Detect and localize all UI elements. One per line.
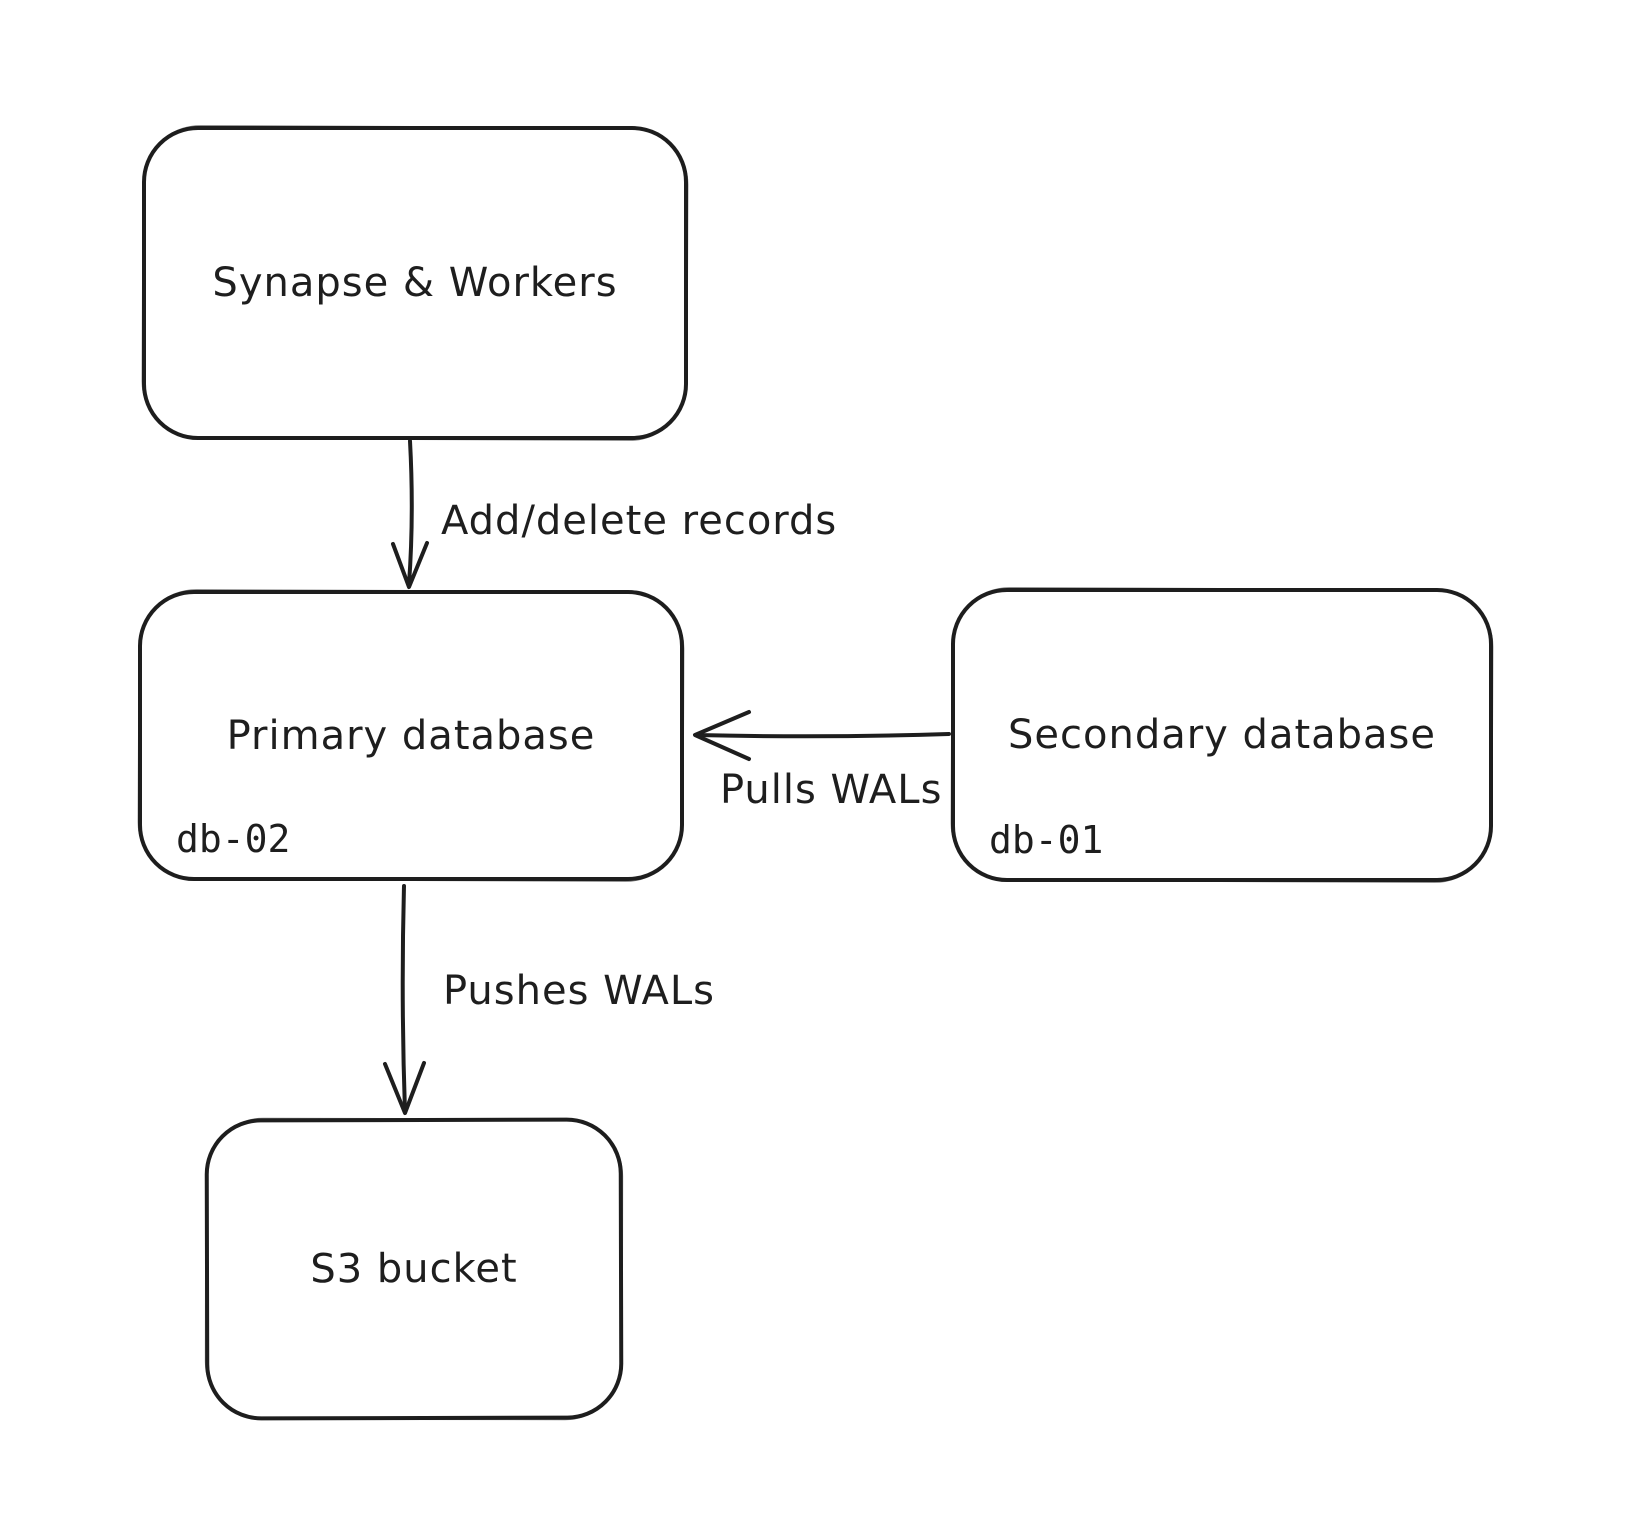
- node-tag-db-02: db-02: [176, 817, 291, 861]
- arrow-line: [400, 884, 407, 1114]
- node-label-s3-bucket: S3 bucket: [310, 1245, 518, 1293]
- node-s3-bucket: S3 bucket: [204, 1117, 624, 1421]
- arrow-add-delete-records: [391, 439, 429, 589]
- arrow-head-down-icon: [391, 541, 429, 589]
- arrow-head-left-icon: [693, 710, 751, 761]
- node-primary-database: Primary database db-02: [138, 590, 684, 881]
- node-synapse-workers: Synapse & Workers: [142, 126, 688, 440]
- arrow-head-down-icon: [383, 1061, 426, 1115]
- node-secondary-database: Secondary database db-01: [951, 588, 1493, 882]
- node-label-secondary-database: Secondary database: [1008, 712, 1436, 758]
- node-label-primary-database: Primary database: [226, 712, 596, 759]
- edge-label-add-delete-records: Add/delete records: [441, 498, 838, 544]
- node-tag-db-01: db-01: [989, 818, 1104, 862]
- edge-label-pulls-wals: Pulls WALs: [720, 767, 943, 813]
- arrow-line: [407, 439, 414, 586]
- arrow-line: [694, 732, 951, 739]
- arrow-pulls-wals: [693, 710, 951, 761]
- arrow-pushes-wals: [383, 884, 426, 1115]
- edge-label-pushes-wals: Pushes WALs: [443, 968, 715, 1014]
- node-label-synapse-workers: Synapse & Workers: [212, 260, 618, 306]
